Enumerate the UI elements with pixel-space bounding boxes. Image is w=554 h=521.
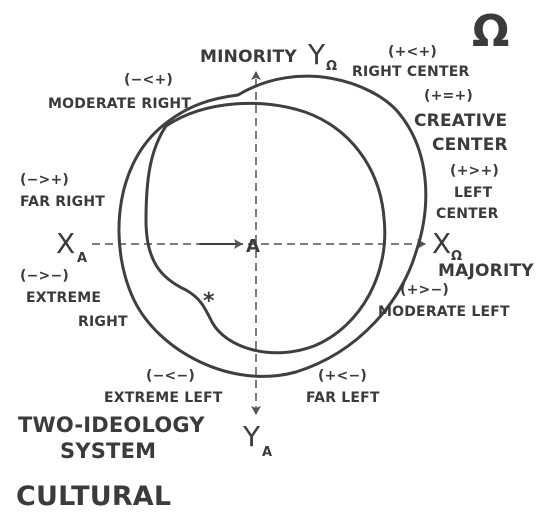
moderate-left-code: (+>−)	[400, 282, 449, 298]
far-left-label: FAR LEFT	[306, 390, 380, 406]
left-center-label-2: CENTER	[436, 206, 499, 222]
subtitle-cultural: CULTURAL	[16, 481, 171, 512]
y-top-subscript: Ω	[326, 59, 337, 74]
center-point-label: A	[246, 236, 260, 257]
creative-center-code: (+=+)	[424, 88, 473, 104]
x-right-subscript: Ω	[451, 249, 462, 264]
creative-center-label-2: CENTER	[432, 135, 508, 155]
far-right-code: (−>+)	[20, 172, 69, 188]
moderate-left-label: MODERATE LEFT	[378, 304, 510, 320]
extreme-right-code: (−>−)	[20, 268, 69, 284]
far-right-label: FAR RIGHT	[20, 194, 105, 210]
extreme-left-code: (−<−)	[146, 368, 195, 384]
right-center-code: (+<+)	[388, 44, 437, 60]
right-center-label: RIGHT CENTER	[352, 64, 469, 80]
far-left-code: (+<−)	[318, 368, 367, 384]
creative-center-label-1: CREATIVE	[414, 111, 507, 131]
extreme-right-label-2: RIGHT	[78, 314, 128, 330]
majority-label: MAJORITY	[438, 261, 534, 281]
x-left-subscript: A	[77, 251, 87, 266]
system-title: TWO-IDEOLOGY	[18, 413, 205, 437]
system-title-line2: SYSTEM	[60, 439, 156, 463]
inner-curve	[144, 101, 387, 355]
extreme-right-label-1: EXTREME	[26, 290, 101, 306]
left-center-label-1: LEFT	[454, 185, 493, 201]
omega-symbol: Ω	[472, 6, 510, 57]
left-center-code: (+>+)	[450, 163, 499, 179]
extreme-left-label: EXTREME LEFT	[104, 390, 223, 406]
x-right-letter: X	[432, 227, 451, 260]
marker-asterisk: *	[203, 289, 215, 314]
x-left-letter: X	[56, 227, 75, 260]
moderate-right-code: (−<+)	[124, 72, 173, 88]
minority-label: MINORITY	[200, 47, 297, 67]
y-bottom-subscript: A	[262, 445, 272, 460]
outer-curve	[117, 74, 428, 378]
y-bottom-letter: Y	[242, 420, 261, 453]
moderate-right-label: MODERATE RIGHT	[48, 96, 191, 112]
y-top-letter: Y	[307, 38, 326, 71]
